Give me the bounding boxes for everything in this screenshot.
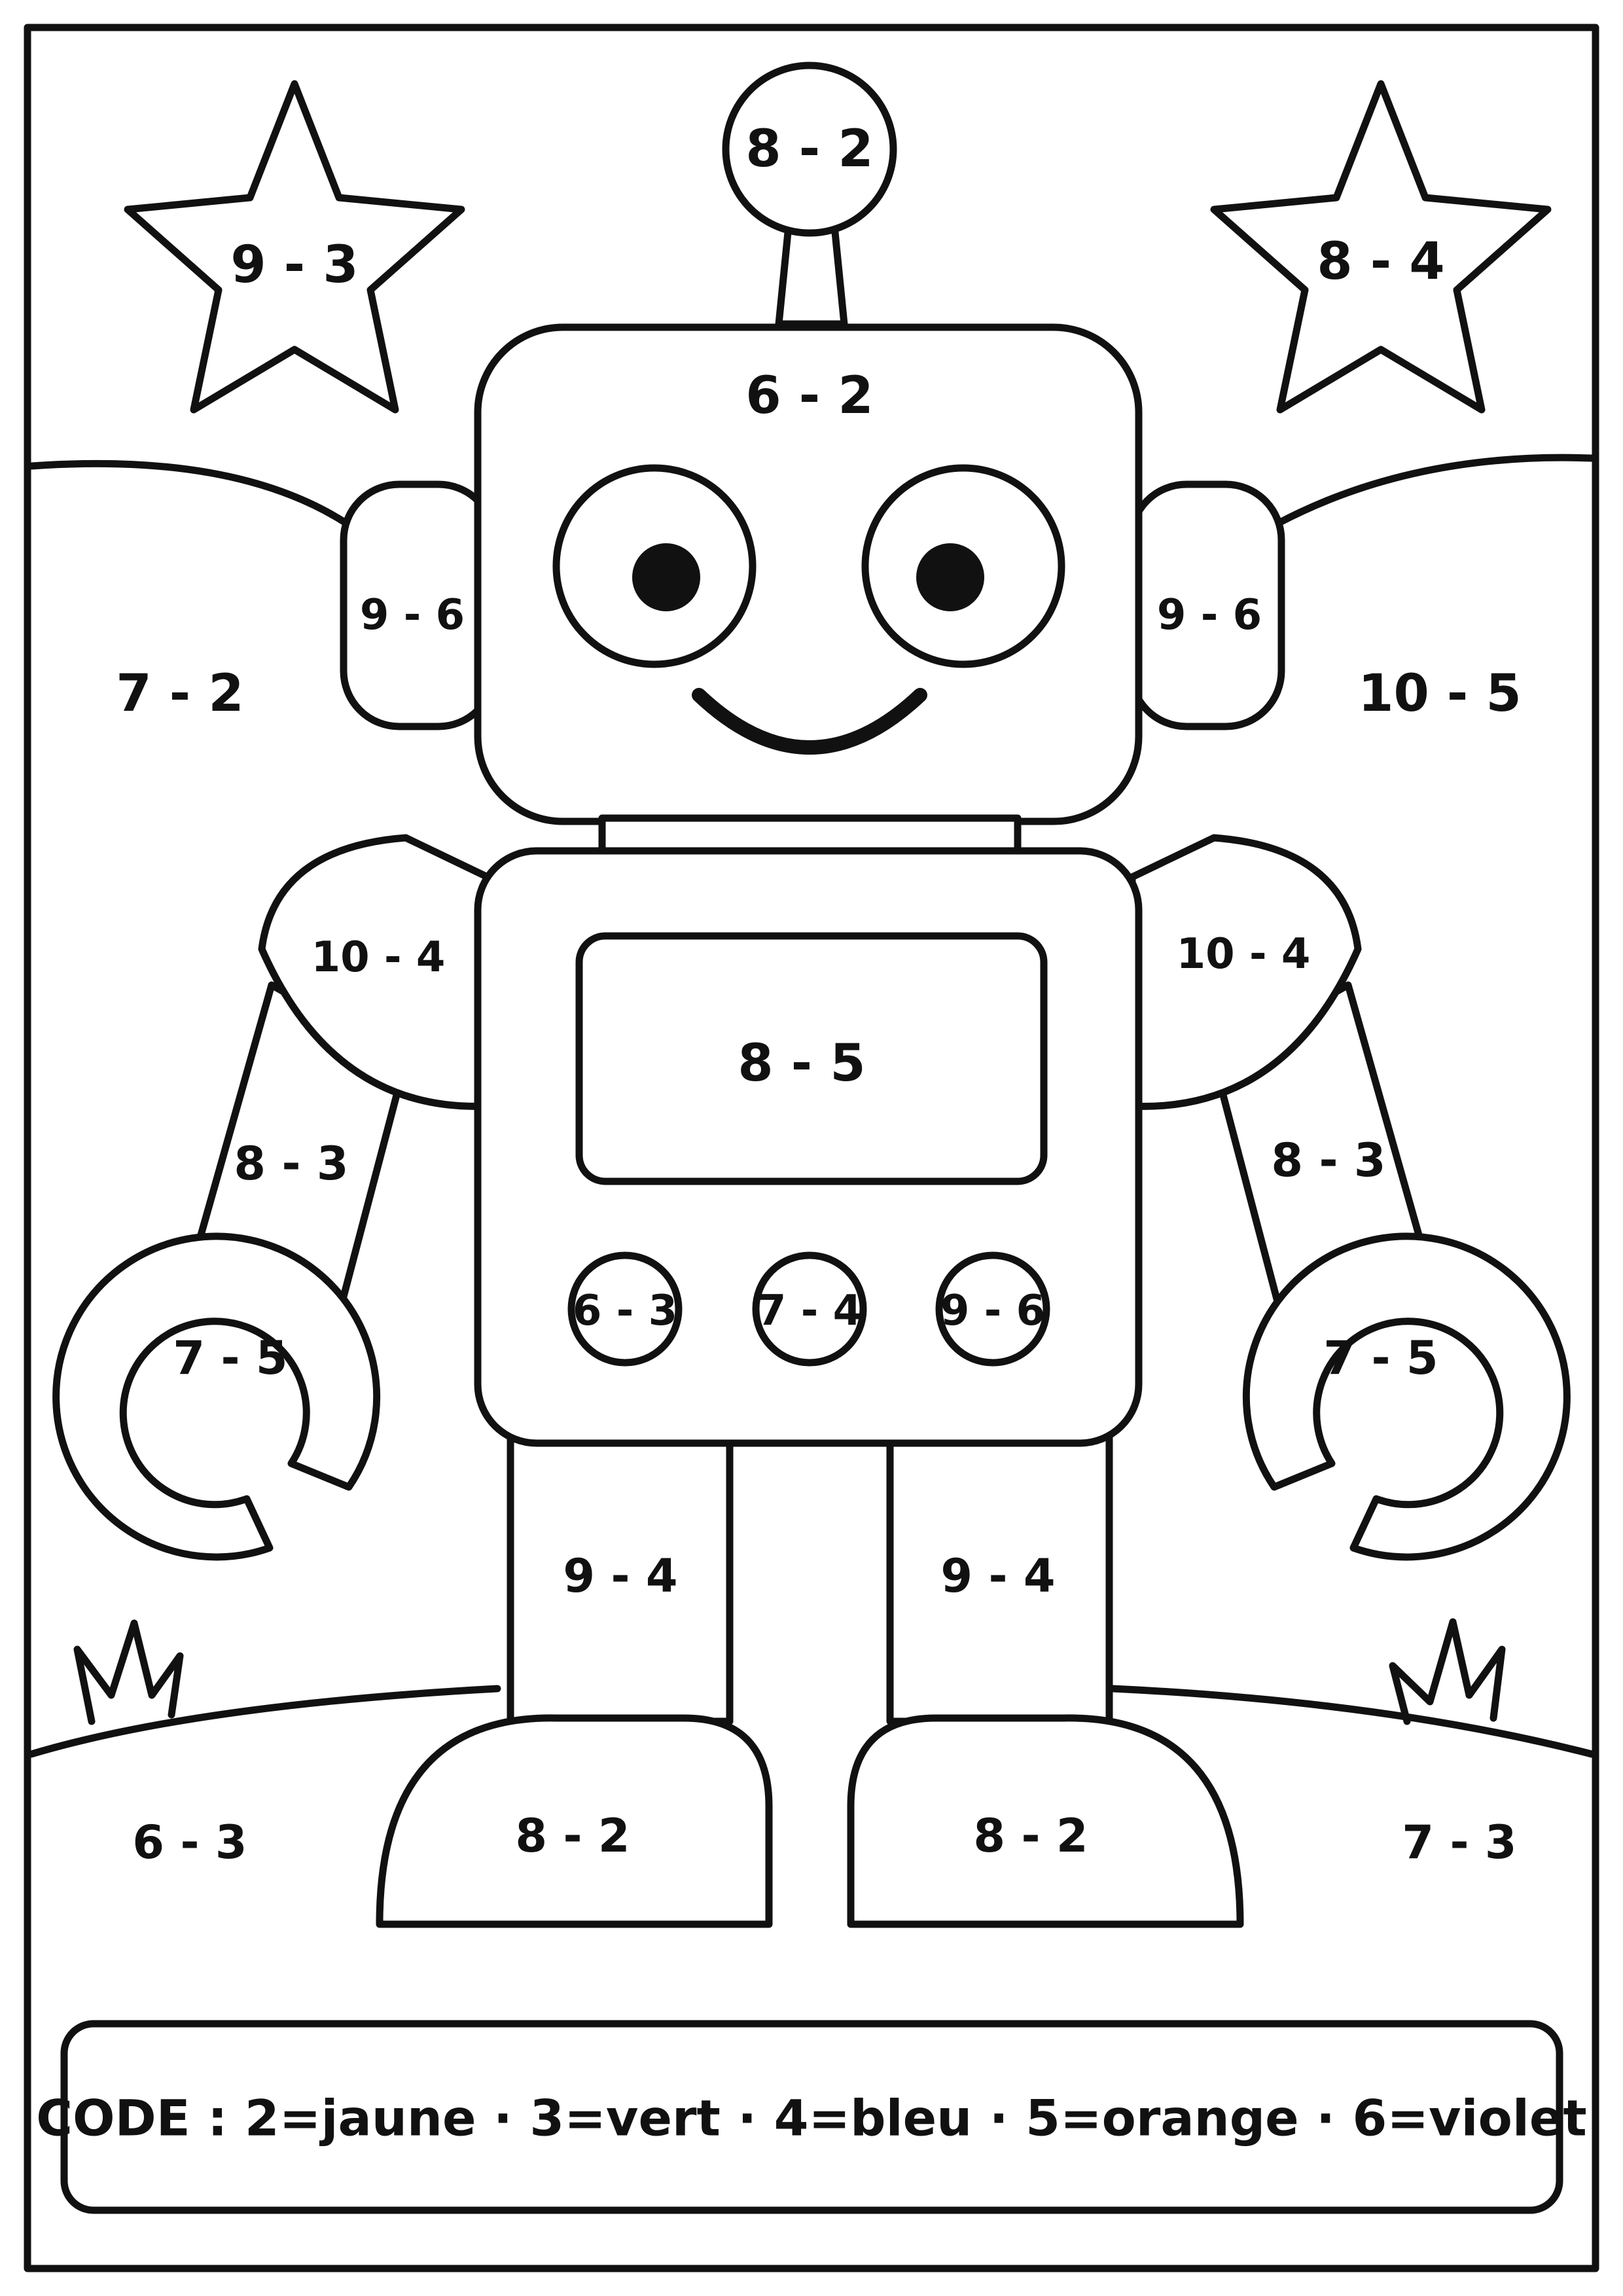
zone-label-claw-right: 7 - 5: [1323, 1331, 1438, 1385]
zone-label-screen: 8 - 5: [738, 1034, 865, 1093]
chest-button-1: [567, 1251, 683, 1367]
zone-label-leg-right: 9 - 4: [940, 1549, 1055, 1603]
zone-label-ground-right: 7 - 3: [1402, 1816, 1516, 1869]
grass-left-icon: [73, 1619, 184, 1725]
leg-left: [507, 1403, 734, 1725]
color-code-legend: CODE : 2=jaune · 3=vert · 4=bleu · 5=ora…: [36, 2089, 1587, 2147]
antenna-stem: [775, 222, 848, 328]
pupil-right-icon: [916, 543, 984, 611]
claw-left: [52, 1232, 381, 1561]
zone-label-sky-left: 7 - 2: [116, 664, 243, 723]
zone-label-button-2: 7 - 4: [757, 1287, 862, 1335]
star-left-icon: [124, 80, 465, 414]
grass-right-icon: [1389, 1618, 1506, 1725]
zone-label-foot-left: 8 - 2: [515, 1809, 630, 1863]
claw-right: [1242, 1232, 1571, 1561]
zone-label-shoulder-right: 10 - 4: [1177, 930, 1311, 978]
zone-label-ground-left: 6 - 3: [132, 1816, 247, 1869]
zone-label-ear-right: 9 - 6: [1157, 591, 1262, 639]
legend-box: [60, 2020, 1563, 2214]
smile-icon: [692, 688, 927, 755]
hill-right-line: [1274, 454, 1596, 528]
page-frame: [24, 24, 1599, 2272]
zone-label-ear-left: 9 - 6: [360, 591, 465, 639]
zone-label-claw-left: 7 - 5: [173, 1331, 287, 1385]
ground-line-right: [1109, 1685, 1596, 1758]
foot-right: [847, 1714, 1244, 1928]
hill-left-line: [27, 459, 351, 528]
zone-label-shoulder-left: 10 - 4: [312, 933, 446, 982]
zone-label-antenna: 8 - 2: [745, 120, 873, 179]
zone-label-foot-right: 8 - 2: [973, 1809, 1088, 1863]
chest-button-2: [752, 1251, 867, 1367]
zone-label-arm-left: 8 - 3: [234, 1137, 348, 1191]
zone-label-leg-left: 9 - 4: [563, 1549, 677, 1603]
antenna-ball: [722, 62, 897, 237]
zone-label-button-1: 6 - 3: [573, 1287, 677, 1335]
zone-label-star-right: 8 - 4: [1317, 232, 1444, 291]
foot-left: [376, 1714, 773, 1928]
zone-label-sky-right: 10 - 5: [1358, 664, 1522, 723]
zone-label-button-3: 9 - 6: [940, 1287, 1045, 1335]
star-right-icon: [1210, 80, 1552, 414]
ground-line: [27, 1685, 501, 1758]
zone-label-arm-right: 8 - 3: [1271, 1134, 1385, 1187]
chest-button-3: [935, 1251, 1050, 1367]
chest-screen: [575, 932, 1048, 1185]
pupil-left-icon: [632, 543, 700, 611]
zone-label-star-left: 9 - 3: [230, 236, 358, 295]
zone-label-head: 6 - 2: [745, 367, 873, 425]
